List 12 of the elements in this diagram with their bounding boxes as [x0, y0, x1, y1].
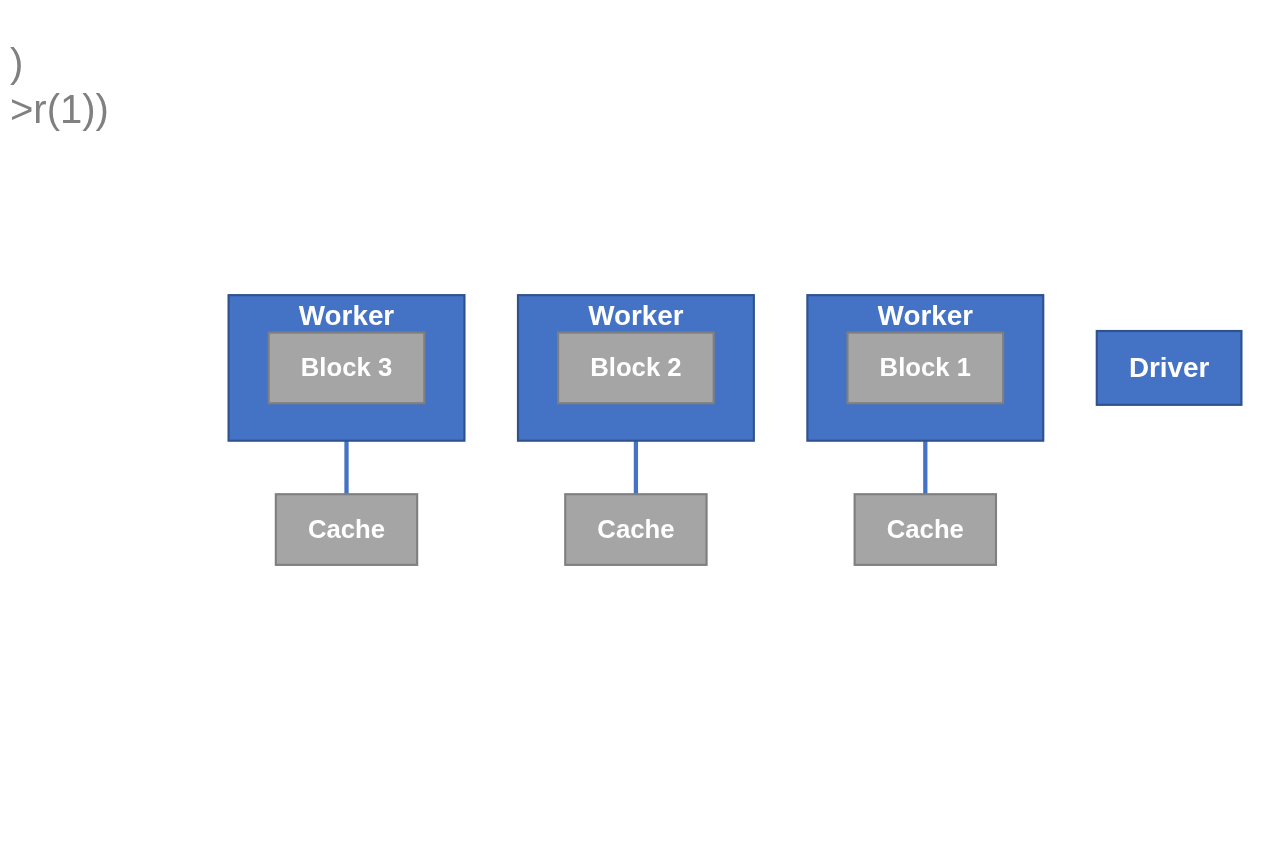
node-box: Block 1 — [846, 331, 1005, 405]
connector — [344, 440, 349, 495]
node-box: Block 2 — [557, 331, 715, 405]
connector — [923, 440, 928, 495]
code-text: >r(1)) — [10, 86, 109, 132]
node-box: Cache — [274, 493, 419, 566]
node-box: Block 3 — [267, 331, 426, 405]
code-text: ) — [10, 40, 25, 86]
node-box: Driver — [1095, 329, 1243, 406]
node-box: Cache — [564, 493, 708, 566]
node-box: Cache — [853, 493, 998, 566]
connector — [633, 440, 639, 495]
